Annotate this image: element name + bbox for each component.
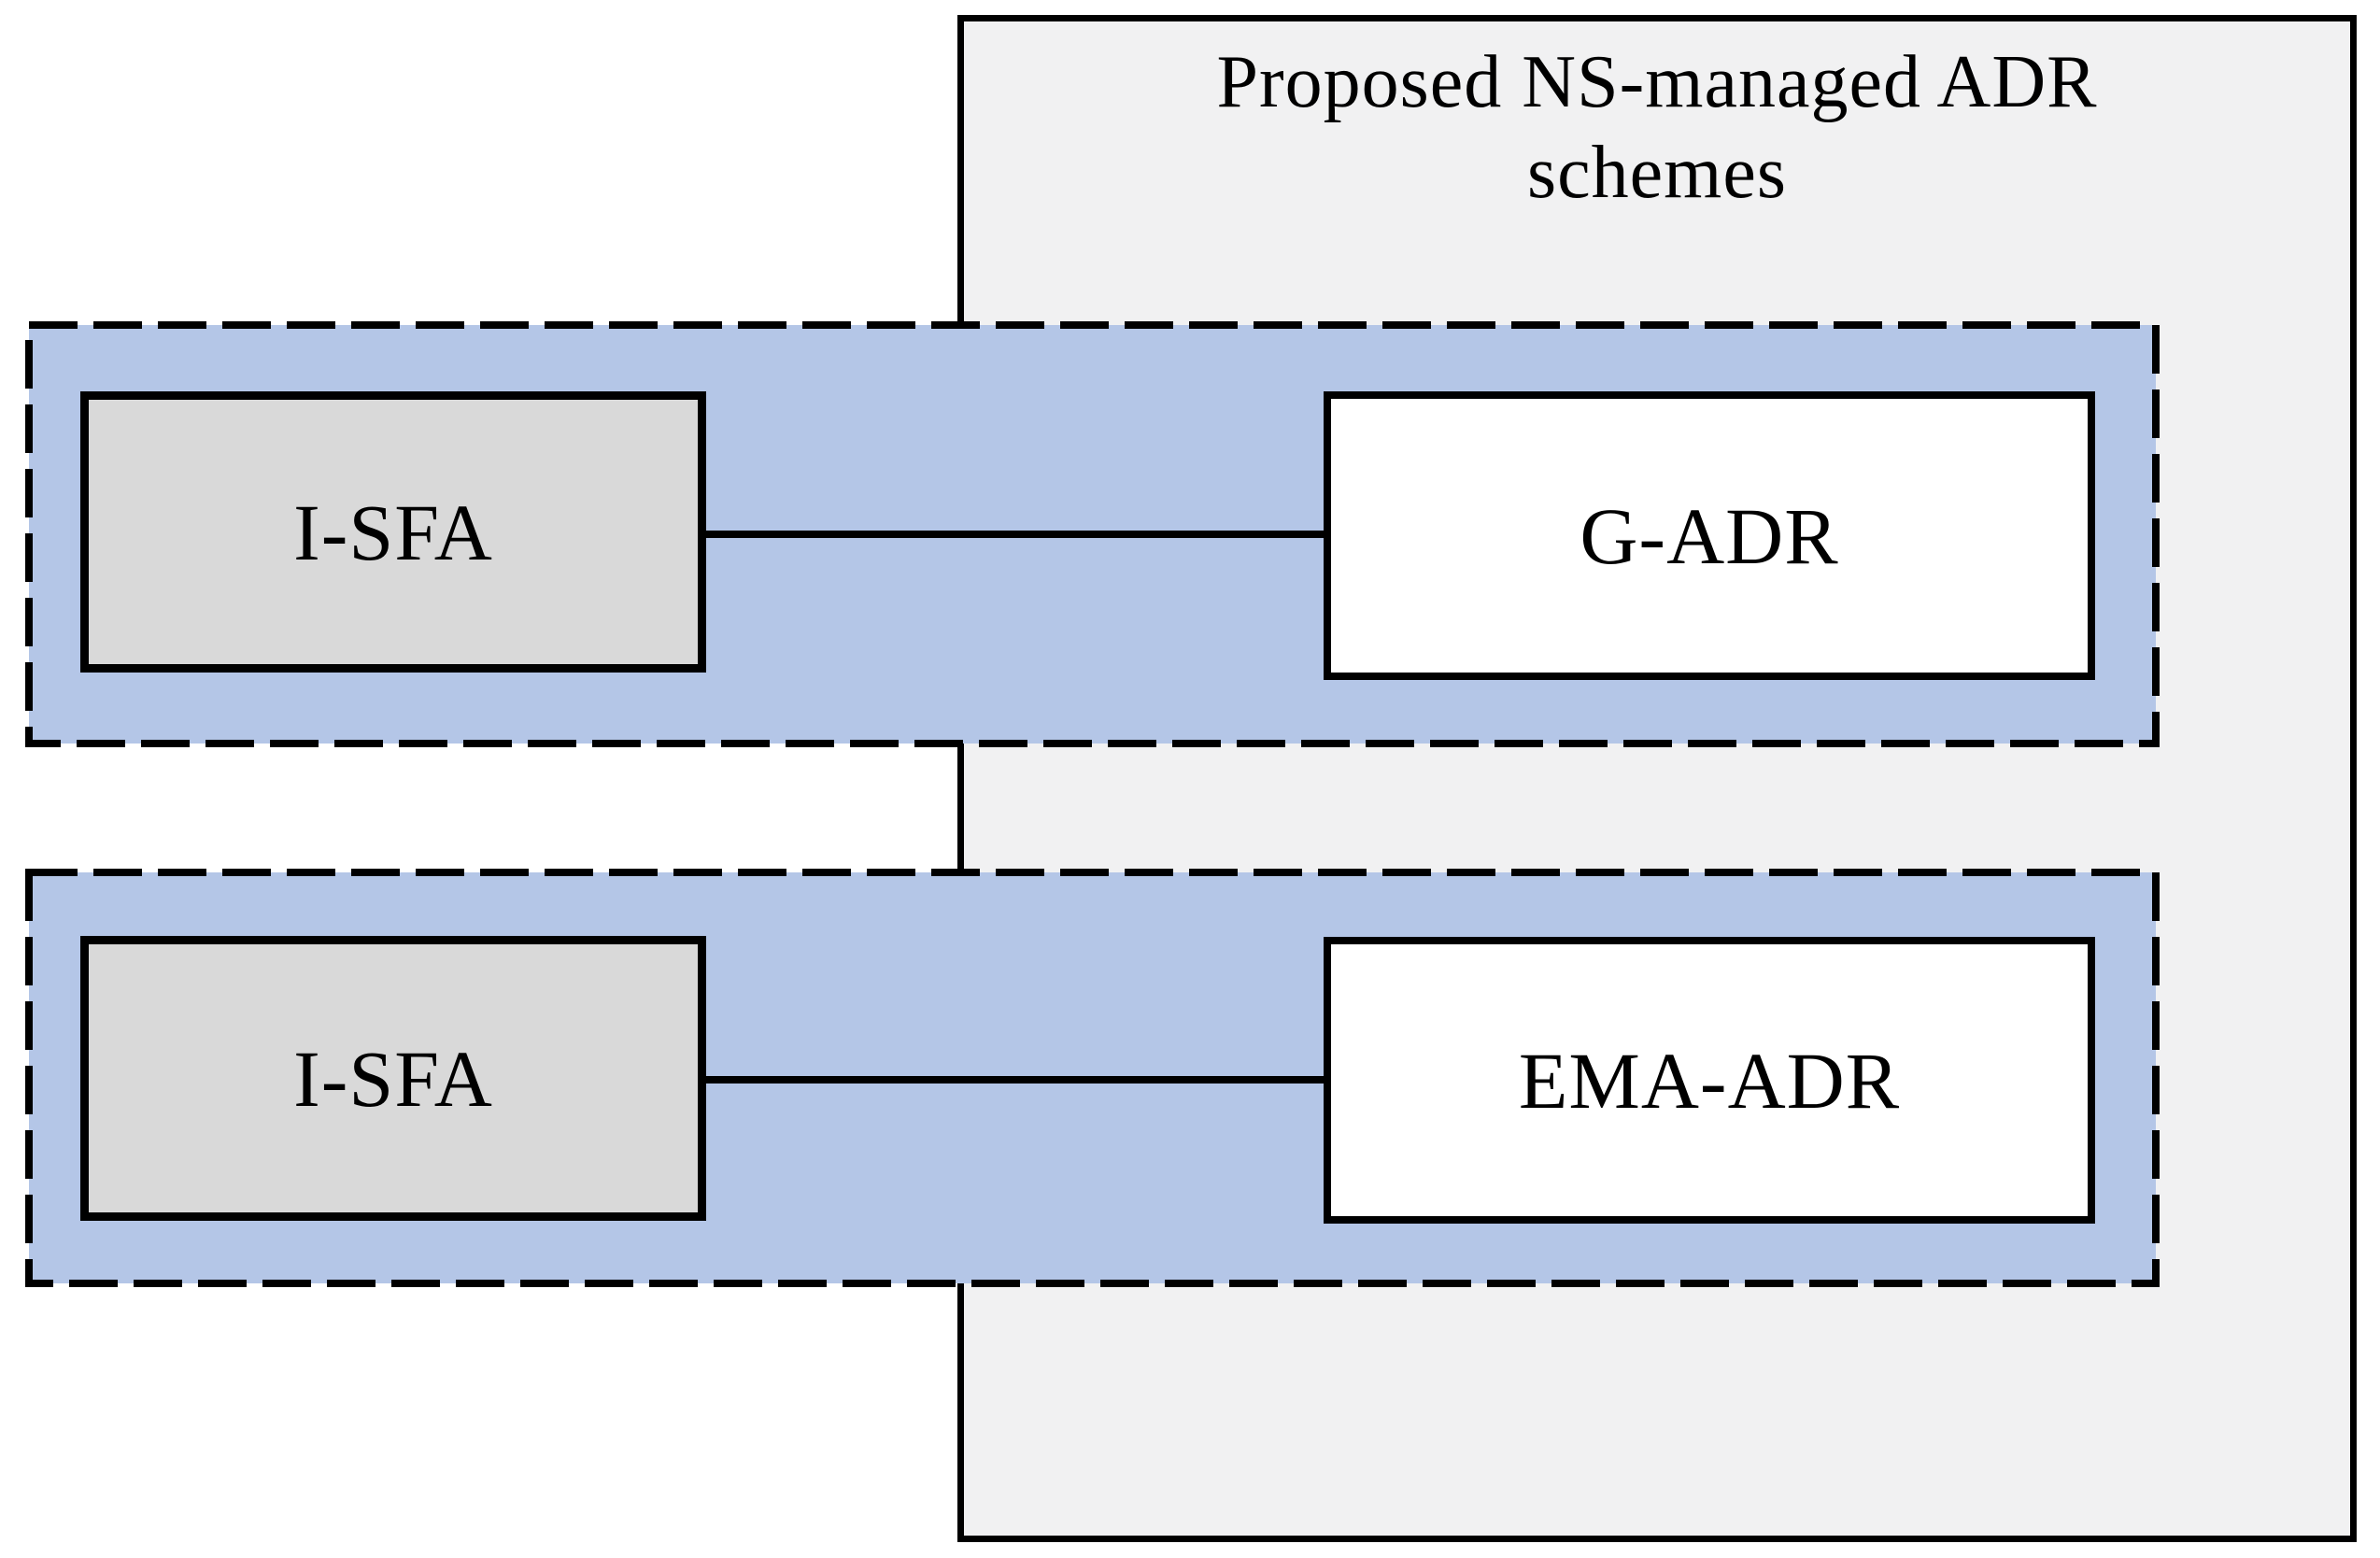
ns-managed-adr-container (957, 15, 2357, 1542)
gadr-node-label: G-ADR (1580, 490, 1839, 581)
ema-adr-node: EMA-ADR (1324, 937, 2095, 1224)
isfa-node-2-label: I-SFA (293, 1033, 493, 1124)
isfa-node-2: I-SFA (80, 936, 706, 1221)
gadr-node: G-ADR (1324, 391, 2095, 680)
isfa-node-1-label: I-SFA (293, 487, 493, 577)
ema-adr-node-label: EMA-ADR (1518, 1035, 1901, 1126)
container-title: Proposed NS-managed ADR schemes (1216, 41, 2098, 214)
isfa-node-1: I-SFA (80, 391, 706, 673)
